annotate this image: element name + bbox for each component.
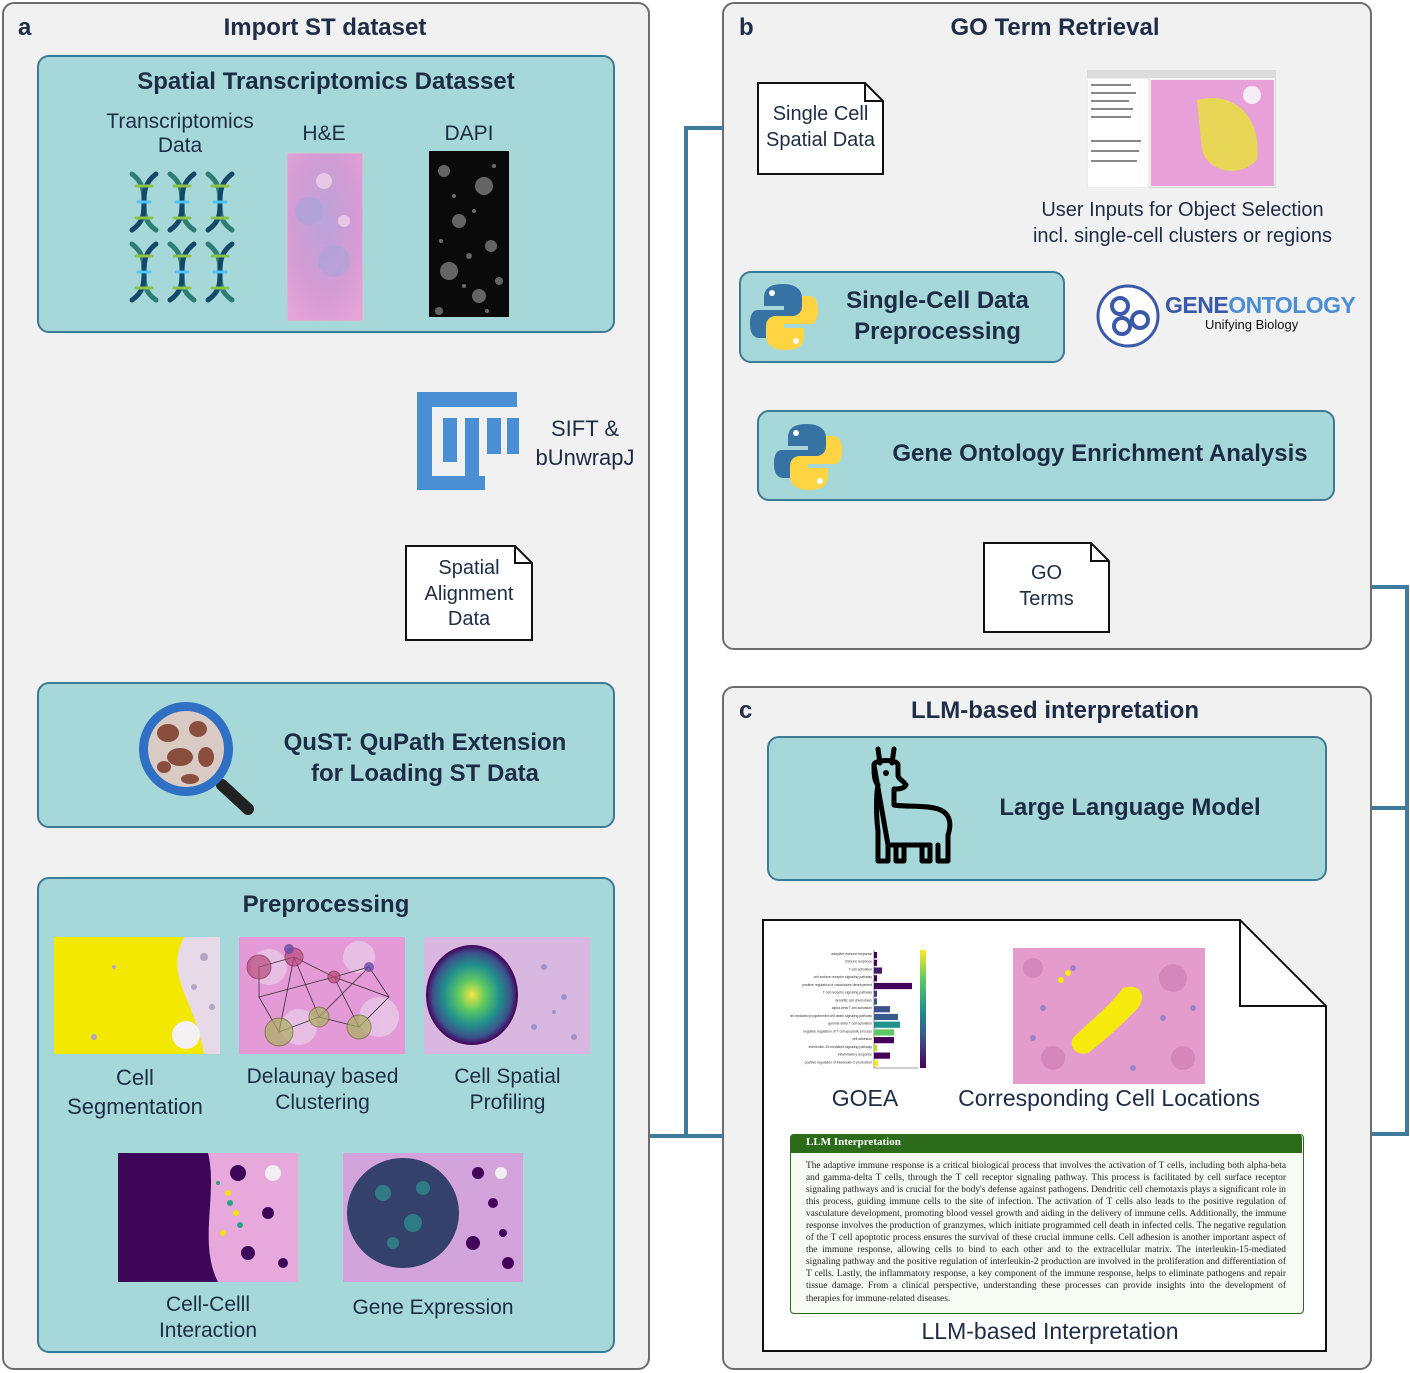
single-cell-doc-shape: [757, 82, 884, 175]
spatial-profiling-label: Cell Spatial Profiling: [454, 1065, 561, 1115]
alignment-doc: Spatial Alignment Data: [424, 557, 514, 631]
interpretation-card: [790, 1134, 1304, 1314]
gene-expression-label: Gene Expression: [352, 1296, 514, 1319]
goea-term-label: adaptive immune response: [831, 952, 872, 956]
geneontology-wordmark: GENEONTOLOGY: [1165, 292, 1356, 319]
single-cell-doc: Single Cell Spatial Data: [766, 103, 875, 151]
interpretation-text: The adaptive immune response is a critic…: [806, 1161, 1286, 1304]
panel-c-title: LLM-based interpretation: [910, 697, 1199, 724]
goea-term-label: dendritic cell chemotaxis: [835, 998, 872, 1002]
goea-bar: [874, 1044, 877, 1051]
goea-term-label: inflammatory response: [838, 1053, 872, 1057]
goea-term-label: immune response: [845, 960, 872, 964]
cell-segmentation-label: Cell Segmentation: [67, 1065, 203, 1119]
goea-bar: [874, 1052, 890, 1059]
goea-box: [757, 410, 1335, 501]
goea-bar: [874, 975, 877, 982]
goea-bar: [874, 982, 912, 990]
llama-icon: [871, 746, 953, 864]
goea-bar: [874, 1029, 894, 1036]
go-terms-doc: GO Terms: [1019, 562, 1074, 610]
qust-box: [37, 682, 615, 828]
goea-label: Gene Ontology Enrichment Analysis: [892, 440, 1308, 467]
qupath-screenshot: [1087, 70, 1276, 188]
goea-term-label: T cell activation: [849, 967, 872, 971]
goea-term-label: positive regulation of interleukin-2 pro…: [805, 1060, 872, 1064]
cell-segmentation-image: [54, 937, 220, 1054]
cell-locations-image: [1013, 948, 1205, 1084]
geneontology-gene: GENE: [1165, 292, 1229, 318]
cell-locations-caption: Corresponding Cell Locations: [958, 1085, 1260, 1111]
goea-bar: [874, 952, 877, 959]
single-cell-preprocessing-label: Single-Cell Data Preprocessing: [846, 287, 1029, 346]
fiji-icon: [417, 392, 519, 490]
goea-term-label: interleukin-15-mediated signaling pathwa…: [809, 1045, 873, 1049]
interpretation-header-bar: [790, 1134, 1302, 1153]
goea-bar: [874, 998, 877, 1005]
dna-icon: [129, 171, 246, 306]
he-label: H&E: [302, 122, 346, 145]
goea-bar: [874, 1060, 878, 1067]
interpretation-header: LLM Interpretation: [806, 1136, 901, 1148]
cell-interaction-label: Cell-Celll Interaction: [158, 1293, 258, 1343]
delaunay-clustering-label: Delaunay based Clustering: [246, 1065, 399, 1115]
goea-bar: [874, 967, 882, 974]
panel-a-title: Import ST dataset: [223, 14, 427, 41]
goea-bar: [874, 1037, 894, 1044]
go-terms-doc-shape: [983, 542, 1110, 633]
gene-expression-image: [343, 1153, 523, 1282]
transcriptomics-label: Transcriptomics Data: [106, 110, 254, 158]
goea-bar: [874, 1013, 898, 1021]
goea-colorbar: [920, 950, 926, 1068]
goea-term-label: negative regulation of T cell apoptotic …: [803, 1029, 872, 1033]
geneontology-logo: [1096, 284, 1160, 348]
panel-a-letter: a: [18, 14, 32, 41]
goea-bar: [874, 1021, 900, 1028]
goea-bar: [874, 959, 877, 966]
user-inputs-label: User Inputs for Object Selection incl. s…: [1032, 199, 1332, 247]
llm-label: Large Language Model: [999, 794, 1261, 821]
qust-label: QuST: QuPath Extension for Loading ST Da…: [283, 729, 567, 788]
geneontology-tagline: Unifying Biology: [1205, 317, 1299, 332]
preprocessing-title: Preprocessing: [242, 891, 410, 918]
goea-term-label: cell surface receptor signaling pathway: [814, 975, 873, 979]
python-icon: [774, 424, 842, 490]
llm-doc-caption: LLM-based Interpretation: [921, 1318, 1179, 1344]
goea-bar: [874, 1006, 890, 1013]
goea-term-label: alpha-beta T cell activation: [832, 1006, 872, 1010]
dapi-image: [429, 151, 509, 317]
goea-term-label: granzyme-mediated programmed cell death …: [790, 1014, 872, 1018]
panel-c-letter: c: [739, 697, 753, 724]
goea-term-label: T cell receptor signaling pathway: [823, 991, 873, 995]
magnifier-icon: [139, 702, 254, 815]
goea-term-label: gamma-delta T cell activation: [828, 1022, 872, 1026]
geneontology-ontology: ONTOLOGY: [1228, 292, 1356, 318]
he-image: [286, 152, 364, 322]
panel-b-title: GO Term Retrieval: [950, 14, 1160, 41]
alignment-doc-shape: [405, 545, 533, 641]
panel-b-letter: b: [739, 14, 754, 41]
goea-bar: [874, 990, 877, 997]
registration-label: SIFT & bUnwrapJ: [535, 416, 635, 470]
goea-caption: GOEA: [831, 1085, 899, 1111]
goea-chart: adaptive immune response immune responseT…: [790, 950, 926, 1069]
llm-box: [767, 736, 1327, 881]
delaunay-clustering-image: [239, 937, 405, 1054]
goea-term-label: positive regulation of vasculature devel…: [802, 983, 872, 987]
cell-interaction-image: [118, 1153, 298, 1282]
dataset-title: Spatial Transcriptomics Datasset: [137, 68, 515, 95]
dapi-label: DAPI: [444, 122, 494, 145]
python-icon: [750, 284, 818, 350]
spatial-profiling-image: [424, 937, 590, 1054]
goea-term-label: cell adhesion: [852, 1037, 872, 1041]
